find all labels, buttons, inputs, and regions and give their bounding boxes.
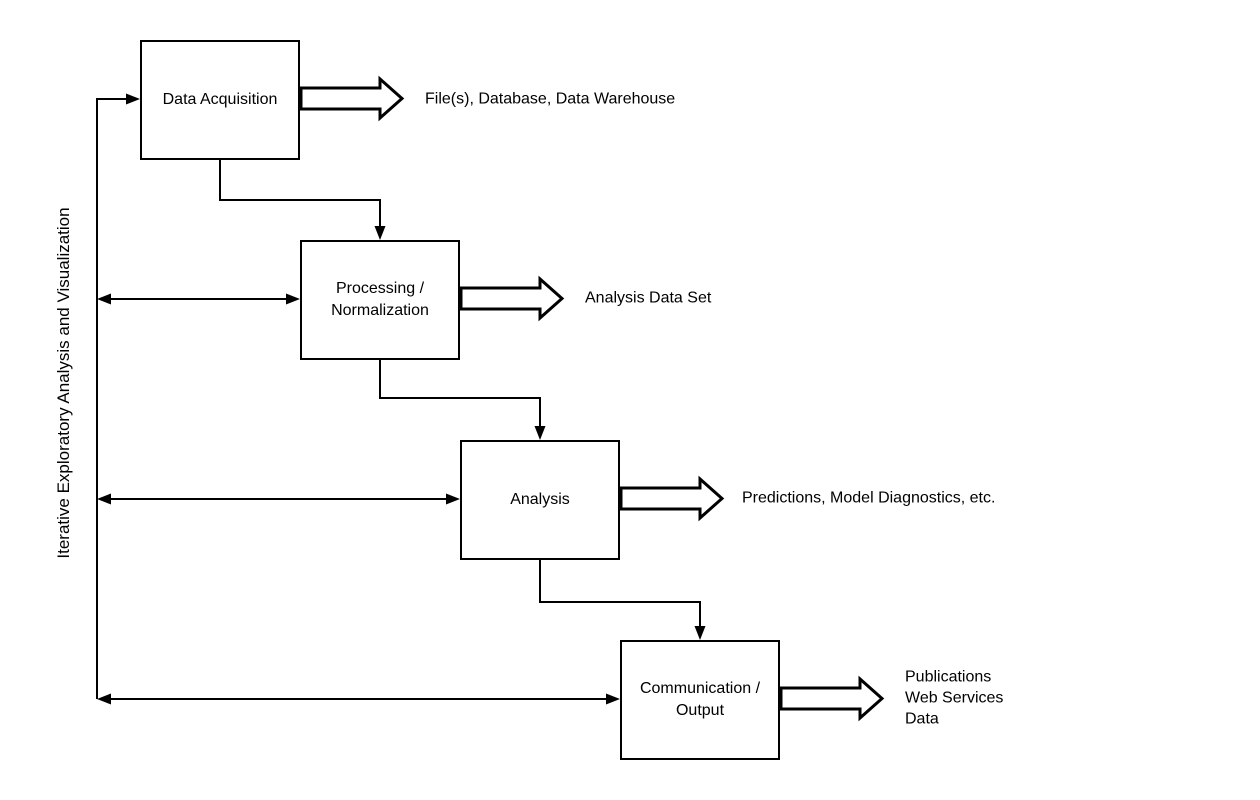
arrowhead-right xyxy=(286,293,300,305)
arrowhead-left xyxy=(97,493,111,505)
output-text: Predictions, Model Diagnostics, etc. xyxy=(742,489,996,507)
feedback-arrow-analysis xyxy=(97,493,460,505)
output-text: Web Services xyxy=(905,689,1004,707)
arrowhead-down xyxy=(534,426,546,440)
output-text: Analysis Data Set xyxy=(585,289,712,307)
output-text: File(s), Database, Data Warehouse xyxy=(425,90,676,108)
iteration-spine xyxy=(96,93,140,699)
output-text: Data xyxy=(905,710,939,728)
arrowhead-left xyxy=(97,693,111,705)
arrowhead-right xyxy=(606,693,620,705)
node-label: Communication / xyxy=(639,680,761,697)
iteration-axis-label: Iterative Exploratory Analysis and Visua… xyxy=(54,207,73,559)
arrowhead-left xyxy=(97,293,111,305)
output-label-analysis: Predictions, Model Diagnostics, etc. xyxy=(742,488,995,509)
connector-analysis-to-communication xyxy=(539,560,706,640)
output-label-communication: Publications Web Services Data xyxy=(905,667,1003,730)
node-communication-output: Communication / Output xyxy=(620,640,780,760)
arrowhead-right xyxy=(446,493,460,505)
output-label-processing: Analysis Data Set xyxy=(585,288,711,309)
node-data-acquisition: Data Acquisition xyxy=(140,40,300,160)
arrowhead-into-acquisition xyxy=(126,93,140,105)
node-processing-normalization: Processing / Normalization xyxy=(300,240,460,360)
output-text: Publications xyxy=(905,668,992,686)
output-label-acquisition: File(s), Database, Data Warehouse xyxy=(425,89,675,110)
arrowhead-down xyxy=(694,626,706,640)
feedback-arrow-communication xyxy=(97,693,620,705)
node-label: Data Acquisition xyxy=(162,91,278,108)
feedback-arrow-processing xyxy=(97,293,300,305)
arrowhead-down xyxy=(374,226,386,240)
connector-processing-to-analysis xyxy=(379,360,546,440)
connector-acquisition-to-processing xyxy=(219,160,386,240)
node-analysis: Analysis xyxy=(460,440,620,560)
node-label: Processing / xyxy=(335,280,425,297)
node-label: Output xyxy=(675,702,725,719)
output-arrow-acquisition xyxy=(299,75,405,122)
output-arrow-analysis xyxy=(619,475,725,522)
node-label: Normalization xyxy=(331,302,429,319)
node-label: Analysis xyxy=(510,491,570,508)
output-arrow-communication xyxy=(779,675,885,722)
output-arrow-processing xyxy=(459,275,565,322)
